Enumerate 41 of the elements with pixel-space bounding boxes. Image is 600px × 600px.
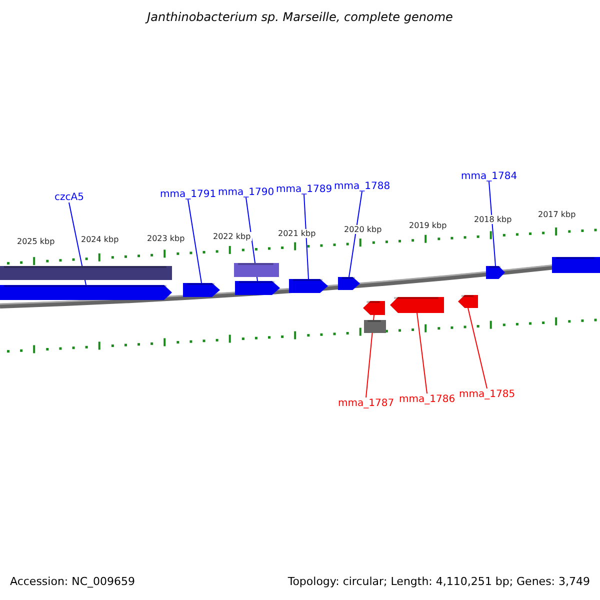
scale-label: 2024 kbp [80, 235, 120, 244]
scale-label: 2025 kbp [16, 237, 56, 246]
gene-label: czcA5 [54, 192, 84, 202]
gene-feature [183, 283, 220, 297]
title: Janthinobacterium sp. Marseille, complete genome [147, 10, 453, 24]
leader-line [488, 181, 496, 266]
leader-line [188, 199, 202, 284]
leader-line [304, 194, 309, 280]
gene-feature [390, 297, 444, 313]
gene-feature [235, 281, 280, 295]
gene-label: mma_1784 [461, 170, 518, 182]
gene-label: mma_1788 [334, 180, 390, 192]
scale-label: 2019 kbp [408, 221, 448, 230]
scale-label: 2020 kbp [343, 225, 383, 234]
gene-label: mma_1790 [218, 186, 274, 198]
leader-line [366, 314, 374, 398]
gene-bar [552, 257, 600, 273]
scale-label: 2021 kbp [277, 229, 317, 238]
gene-feature [0, 285, 172, 300]
scale-label: 2017 kbp [537, 210, 577, 219]
scale-label: 2022 kbp [212, 232, 252, 241]
gene-label: mma_1785 [459, 388, 516, 400]
gene-label: mma_1791 [160, 188, 216, 200]
gene-feature [338, 277, 360, 290]
genome-info-text: Topology: circular; Length: 4,110,251 bp; Genes: 3,749 [288, 575, 590, 588]
gene-bar [234, 263, 279, 277]
gene-label: mma_1787 [338, 398, 394, 408]
leader-line [468, 308, 488, 389]
gene-bar [0, 266, 172, 280]
gene-feature [289, 279, 328, 293]
gene-label: mma_1789 [276, 184, 332, 194]
gene-label: mma_1786 [399, 394, 456, 404]
gene-bar [364, 320, 386, 333]
accession-text: Accession: NC_009659 [10, 575, 136, 588]
gene-feature [458, 295, 478, 308]
leader-line [348, 191, 362, 278]
leader-line [416, 312, 428, 394]
gene-feature [363, 301, 385, 315]
scale-label: 2023 kbp [146, 234, 186, 243]
gene-feature [486, 266, 505, 279]
scale-label: 2018 kbp [473, 215, 513, 224]
